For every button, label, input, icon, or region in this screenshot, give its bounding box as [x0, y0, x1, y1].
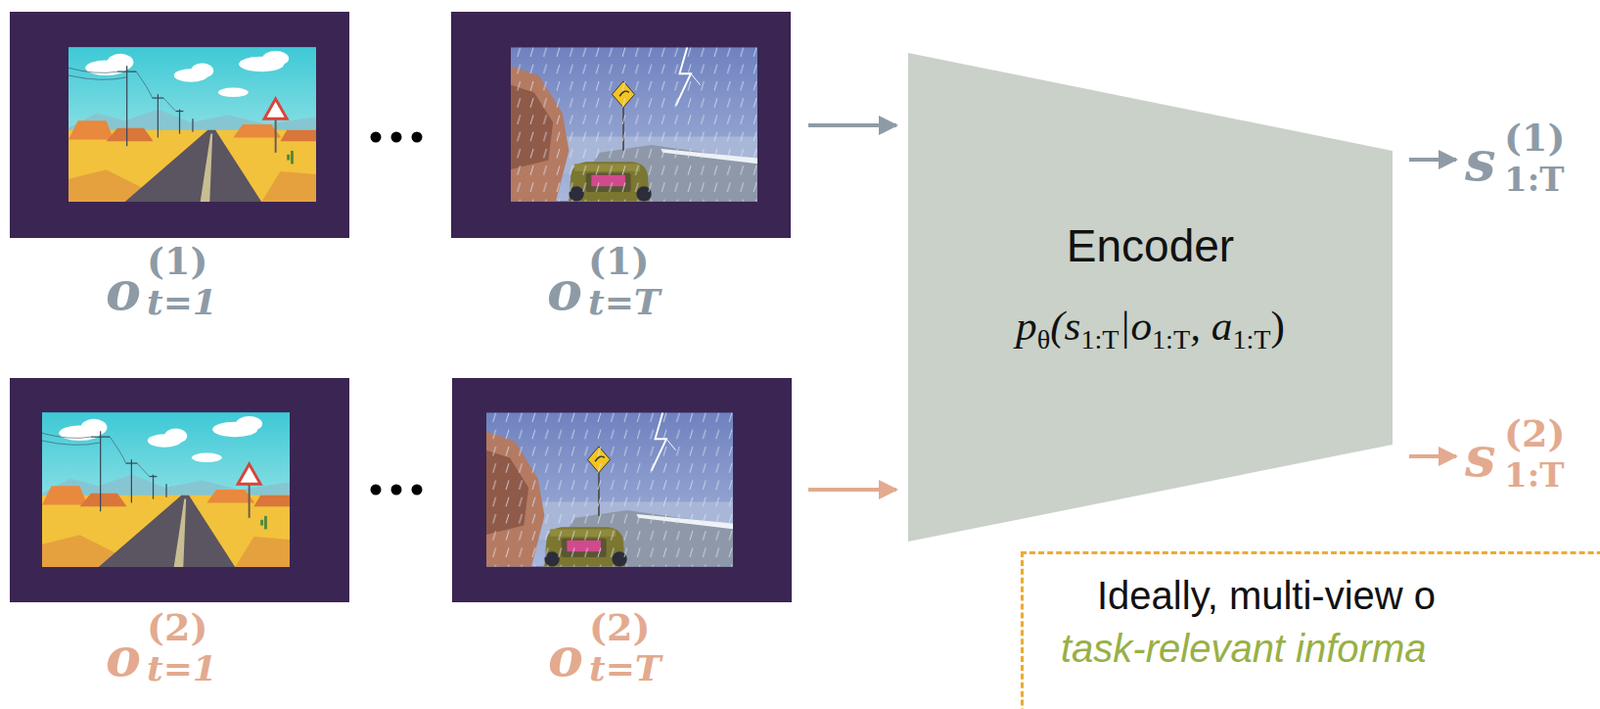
- view-index: (2): [146, 608, 208, 646]
- encoder-title: Encoder: [1066, 220, 1235, 272]
- state-superscript: (1): [1504, 119, 1565, 157]
- view-index: (1): [588, 242, 649, 280]
- state-superscript: (2): [1504, 414, 1565, 453]
- image-panel: o(1)t=1: [9, 11, 350, 238]
- formula-part: (s: [1050, 302, 1081, 350]
- view-index: (1): [146, 242, 208, 280]
- note-text: Ideally, multi-view o: [1097, 575, 1436, 615]
- image-frame: [9, 377, 350, 602]
- view-index: (2): [589, 608, 650, 646]
- formula-part: ): [1271, 302, 1285, 350]
- input-arrow: [808, 123, 897, 128]
- image-panel: o(1)t=T: [451, 11, 791, 238]
- ellipsis-dots: [370, 132, 423, 496]
- image-frames: [9, 11, 792, 602]
- observation-symbol: o: [105, 630, 141, 684]
- output-arrows: [1409, 159, 1457, 457]
- observation-symbol: o: [547, 264, 583, 318]
- note-box: Ideally, multi-view o task-relevant infor…: [1020, 550, 1600, 709]
- state-symbol: s: [1464, 133, 1497, 188]
- trapezoid-fill: [908, 52, 1393, 542]
- encoder-trapezoid: Encoderpθ(s1:T|o1:T, a1:T): [908, 52, 1393, 542]
- time-index: t=1: [146, 283, 218, 320]
- image-frame: [9, 11, 350, 238]
- formula-subscript: 1:T: [1080, 322, 1119, 354]
- formula-part: , a: [1189, 302, 1233, 350]
- time-index: t=T: [589, 649, 662, 686]
- state-symbol: s: [1464, 428, 1497, 484]
- image-frame: [452, 377, 792, 602]
- trapezoid-shape: [908, 52, 1393, 542]
- state-subscript: 1:T: [1504, 457, 1565, 492]
- formula-subscript: 1:T: [1151, 322, 1190, 354]
- note-highlight: task-relevant informa: [1060, 628, 1426, 668]
- storm-scene: [486, 411, 733, 566]
- output-arrow: [1409, 454, 1457, 458]
- time-index: t=1: [146, 649, 218, 686]
- storm-scene: [510, 46, 758, 201]
- input-arrow: [808, 487, 897, 492]
- image-panel: o(2)t=1: [9, 377, 350, 602]
- desert-scene: [42, 411, 290, 567]
- image-panel: o(2)t=T: [452, 377, 792, 602]
- desert-scene: [68, 46, 317, 202]
- output-arrow: [1409, 157, 1457, 162]
- formula-subscript: 1:T: [1232, 322, 1271, 354]
- image-frame: [451, 11, 791, 238]
- state-subscript: 1:T: [1504, 162, 1565, 196]
- observation-symbol: o: [105, 264, 141, 318]
- formula-part: |o: [1119, 302, 1152, 350]
- observation-symbol: o: [548, 630, 584, 684]
- formula-subscript: θ: [1037, 322, 1052, 354]
- time-index: t=T: [588, 283, 661, 320]
- formula-part: p: [1015, 302, 1038, 350]
